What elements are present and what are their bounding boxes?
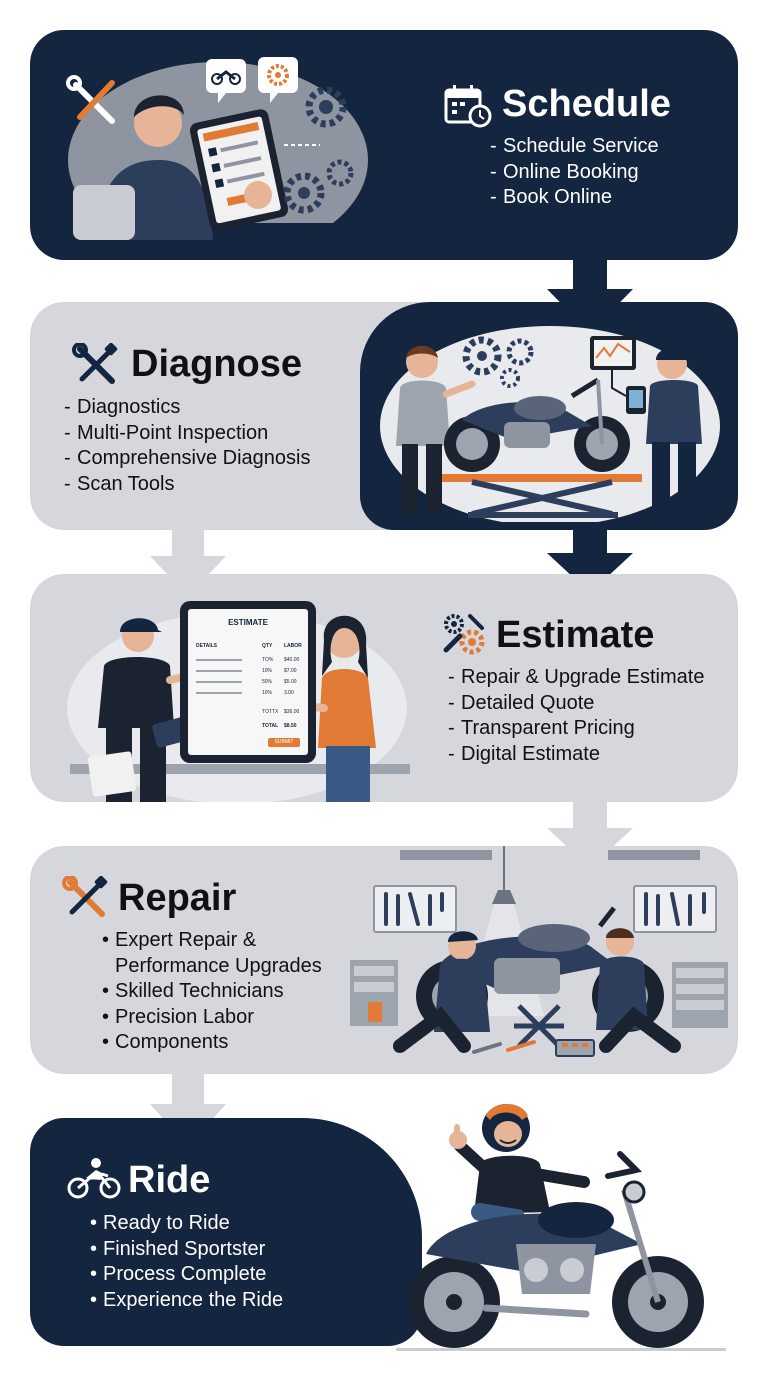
- list-item: -Multi-Point Inspection: [64, 421, 269, 444]
- wrench-screwdriver-icon: [72, 343, 118, 384]
- estimate-row: TO% $40.00: [196, 657, 300, 665]
- list-item: -Transparent Pricing: [448, 717, 635, 739]
- step-items-schedule: -Schedule Service -Online Booking -Book …: [490, 134, 659, 211]
- estimate-submit-button[interactable]: SUBMIT: [268, 738, 300, 747]
- step-items-diagnose: -Diagnostics -Multi-Point Inspection -Co…: [64, 395, 310, 497]
- estimate-row: 10% $7.00: [196, 668, 300, 676]
- step-title-diagnose: Diagnose: [131, 343, 303, 385]
- estimate-row: 10% 3.00: [196, 690, 300, 698]
- estimate-row: 50% $5.00: [196, 679, 300, 687]
- motorcycle-rider-icon: [67, 1158, 121, 1199]
- estimate-total: TOTAL $8.50: [262, 723, 297, 729]
- list-item: -Digital Estimate: [448, 742, 600, 765]
- step-title-ride: Ride: [128, 1159, 211, 1201]
- estimate-document: ESTIMATE DETAILS QTY LABOR TO% $40.00 10…: [180, 601, 316, 763]
- calendar-clock-icon: [444, 85, 492, 128]
- step-items-repair: •Expert Repair & Performance Upgrades •S…: [102, 928, 322, 1056]
- list-item: •Finished Sportster: [90, 1237, 266, 1260]
- list-item: •Precision Labor: [102, 1005, 254, 1028]
- list-item: Performance Upgrades: [115, 954, 322, 977]
- list-item: -Diagnostics: [64, 396, 181, 418]
- estimate-col-details: DETAILS: [196, 643, 218, 649]
- list-item: •Skilled Technicians: [102, 980, 284, 1002]
- estimate-col-labor: LABOR: [284, 643, 302, 649]
- arrow-diagnose-to-estimate-right: [547, 525, 633, 593]
- list-item: •Ready to Ride: [90, 1212, 230, 1234]
- list-item: -Schedule Service: [490, 135, 659, 157]
- list-item: •Experience the Ride: [90, 1288, 284, 1311]
- estimate-col-qty: QTY: [262, 643, 273, 649]
- list-item: •Expert Repair &: [102, 929, 257, 951]
- list-item: -Book Online: [490, 186, 612, 208]
- gears-wrench-icon: [443, 614, 485, 655]
- step-title-estimate: Estimate: [496, 614, 655, 656]
- arrow-estimate-to-repair: [547, 798, 633, 868]
- list-item: -Repair & Upgrade Estimate: [448, 666, 705, 688]
- wrench-screwdriver-icon: [62, 876, 108, 917]
- ride-illustration: [396, 1104, 726, 1351]
- step-ride-panel: [30, 1118, 422, 1346]
- arrow-diagnose-to-estimate-left: [150, 526, 226, 596]
- estimate-subtotal: TOTTX $36.00: [262, 709, 300, 715]
- estimate-heading: ESTIMATE: [228, 618, 268, 627]
- list-item: -Scan Tools: [64, 472, 175, 495]
- repair-illustration: [350, 846, 728, 1057]
- arrow-repair-to-ride: [150, 1070, 226, 1146]
- list-item: •Components: [102, 1031, 229, 1053]
- step-title-schedule: Schedule: [502, 83, 671, 125]
- schedule-illustration: [58, 57, 368, 240]
- list-item: -Detailed Quote: [448, 691, 595, 714]
- list-item: -Online Booking: [490, 160, 639, 183]
- step-items-estimate: -Repair & Upgrade Estimate -Detailed Quo…: [448, 665, 704, 767]
- diagnose-illustration: [380, 326, 720, 522]
- arrow-schedule-to-diagnose: [547, 255, 633, 333]
- step-items-ride: •Ready to Ride •Finished Sportster •Proc…: [90, 1211, 283, 1313]
- list-item: •Process Complete: [90, 1263, 267, 1285]
- list-item: -Comprehensive Diagnosis: [64, 447, 311, 469]
- step-title-repair: Repair: [118, 877, 237, 919]
